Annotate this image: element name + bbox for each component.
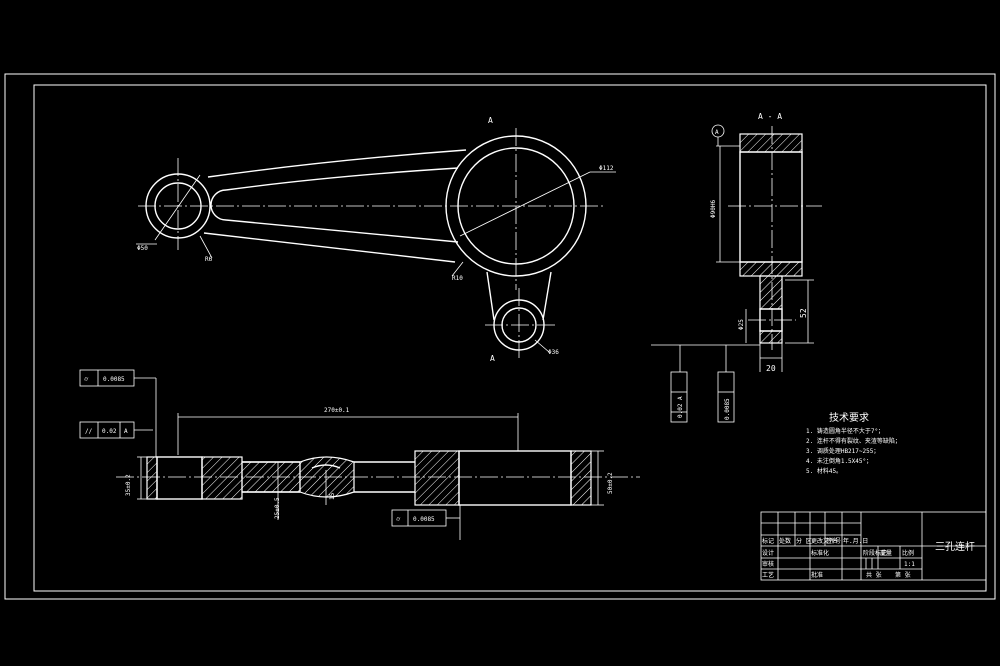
section-view <box>651 124 822 423</box>
tol-vertical-2: 0.0085 <box>724 398 731 420</box>
dim-d36: Φ36 <box>548 349 559 356</box>
tol-parallel-symbol: // <box>85 428 93 435</box>
tol-vertical-1: 0.02 A <box>677 396 684 418</box>
dim-d50: Φ50 <box>137 245 148 252</box>
bottom-view <box>79 369 640 540</box>
tb-cell: 第 张 <box>895 571 911 579</box>
tb-cell: 重量 <box>880 549 892 557</box>
dim-span: 270±0.1 <box>324 407 350 414</box>
tb-scale: 1:1 <box>904 561 915 568</box>
outer-frame <box>4 73 996 600</box>
dim-r10: R10 <box>452 275 463 282</box>
tol-bottom-value: 0.0085 <box>413 516 435 523</box>
tb-cell: 分 区 <box>796 537 812 545</box>
tb-cell: 更改文件号 <box>811 537 841 545</box>
tb-cell: 工艺 <box>762 571 774 579</box>
tb-cell: 标记 <box>762 537 774 545</box>
section-title: A - A <box>758 112 782 121</box>
dim-d112: Φ112 <box>599 165 614 172</box>
tol-parallel-datum: A <box>124 428 128 435</box>
dim-20: 20 <box>766 364 776 373</box>
tech-item: 5. 材料45。 <box>806 467 842 475</box>
dim-d90: Φ90H6 <box>710 200 717 218</box>
inner-frame <box>33 84 987 592</box>
dim-right-height: 50±0.2 <box>607 472 614 494</box>
tb-cell: 共 张 <box>866 571 882 579</box>
front-view <box>136 128 616 360</box>
tb-cell: 签名 <box>826 537 838 545</box>
tb-cell: 设计 <box>762 549 774 557</box>
tb-cell: 批准 <box>811 571 823 579</box>
tol-parallel-value: 0.02 <box>102 428 117 435</box>
dim-mid-height: 25±0.5 <box>274 497 281 519</box>
tb-cell: 处数 <box>779 537 791 545</box>
tech-item: 4. 未注倒角1.5X45°； <box>806 457 872 465</box>
tb-cell: 比例 <box>902 549 914 557</box>
technical-requirements: 技术要求 1. 铸造圆角半径不大于7°； 2. 连杆不得有裂纹、夹渣等缺陷； 3… <box>806 411 901 475</box>
section-mark-top: A <box>488 116 493 125</box>
tech-title: 技术要求 <box>829 411 869 424</box>
title-block <box>760 511 987 581</box>
dim-left-height: 35±0.2 <box>125 474 132 496</box>
dim-mid-small: 15 <box>329 492 336 500</box>
tech-item: 3. 调质处理HB217~255； <box>806 447 879 455</box>
dim-52: 52 <box>799 308 808 318</box>
tb-cell: 年.月.日 <box>843 537 868 545</box>
tb-cell: 阶段标记 <box>863 549 887 557</box>
dim-r6: R6 <box>205 256 213 263</box>
datum-letter: A <box>715 129 719 136</box>
tech-item: 2. 连杆不得有裂纹、夹渣等缺陷； <box>806 437 901 445</box>
tb-cell: 标准化 <box>811 549 829 557</box>
tech-item: 1. 铸造圆角半径不大于7°； <box>806 427 884 435</box>
dim-d25: Φ25 <box>738 319 745 330</box>
tol-flatness-value: 0.0085 <box>103 376 125 383</box>
section-mark-bottom: A <box>490 354 495 363</box>
tol-bottom-symbol: ⌭ <box>396 516 401 523</box>
tb-cell: 审核 <box>762 560 774 568</box>
part-name: 三孔连杆 <box>935 540 975 553</box>
tol-flat-symbol: ⌭ <box>84 376 89 383</box>
